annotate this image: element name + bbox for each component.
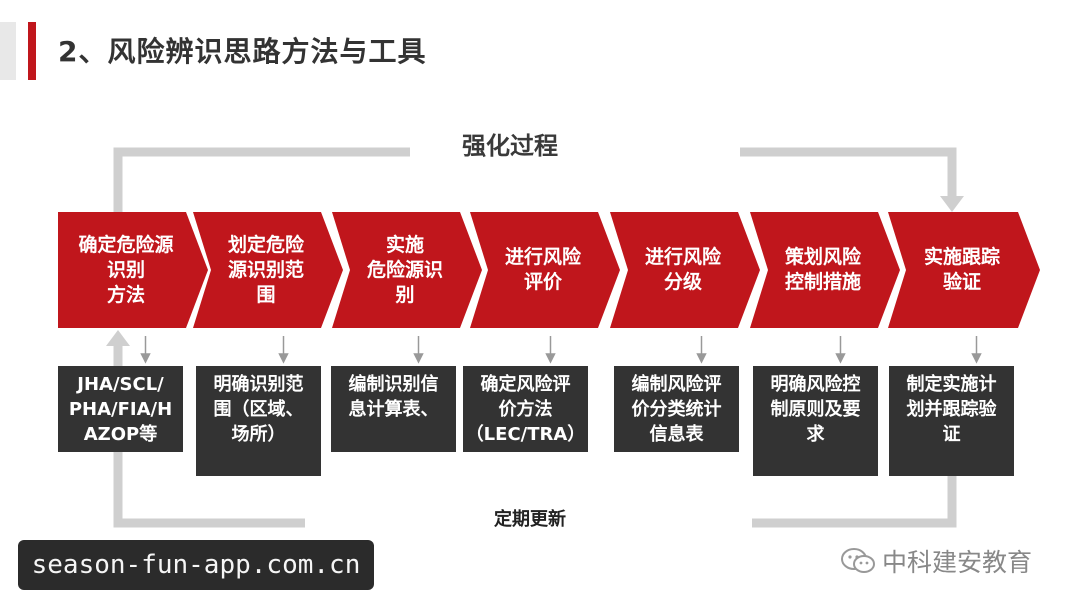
process-step-label: 策划风险 控制措施: [784, 246, 861, 293]
chevron-shape: [58, 212, 208, 328]
chevron-shape: [888, 212, 1040, 328]
tool-box: JHA/SCL/ PHA/FIA/H AZOP等: [58, 366, 183, 452]
process-step-label: 进行风险 分级: [644, 246, 721, 293]
top-loop-right: [740, 147, 957, 200]
process-step: 策划风险 控制措施: [750, 212, 900, 328]
tool-box: 编制风险评 价分类统计 信息表: [614, 366, 739, 452]
chevron-fill: [58, 212, 208, 328]
watermark-brand: 中科建安教育: [840, 543, 1032, 579]
watermark-brand-text: 中科建安教育: [882, 548, 1033, 577]
bottom-loop-arrowhead: [106, 330, 130, 346]
down-arrow-head: [971, 353, 982, 364]
process-step: 实施跟踪 验证: [888, 212, 1040, 328]
chevron-fill: [332, 212, 482, 328]
down-arrow-head: [140, 353, 151, 364]
process-step: 确定危险源 识别 方法: [58, 212, 208, 328]
down-arrow-head: [696, 353, 707, 364]
down-arrow-head: [835, 353, 846, 364]
tool-box: 明确识别范 围（区域、 场所）: [196, 366, 321, 476]
chevron-fill: [750, 212, 900, 328]
down-arrow-head: [278, 353, 289, 364]
chevron-fill: [470, 212, 620, 328]
wechat-icon: [841, 548, 875, 573]
chevron-shape: [610, 212, 760, 328]
process-step-label: 进行风险 评价: [504, 246, 581, 293]
chevron-fill: [193, 212, 343, 328]
chevron-shape: [750, 212, 900, 328]
process-step-label: 划定危险 源识别范 围: [227, 233, 304, 306]
chevron-fill: [888, 212, 1040, 328]
process-step: 进行风险 评价: [470, 212, 620, 328]
process-step-label: 实施 危险源识 别: [366, 233, 443, 306]
down-arrow-head: [545, 353, 556, 364]
title-accent-bar: [28, 22, 36, 80]
page-title: 2、风险辨识思路方法与工具: [58, 35, 427, 68]
process-step: 划定危险 源识别范 围: [193, 212, 343, 328]
chevron-fill: [610, 212, 760, 328]
loop-top-label: 强化过程: [462, 132, 558, 160]
watermark-url: season-fun-app.com.cn: [18, 540, 374, 590]
process-step: 实施 危险源识 别: [332, 212, 482, 328]
chevron-shape: [193, 212, 343, 328]
top-loop-left: [113, 147, 410, 212]
down-arrow-head: [413, 353, 424, 364]
tool-box: 编制识别信 息计算表、: [331, 366, 456, 452]
bottom-loop-right: [752, 474, 957, 528]
chevron-shape: [332, 212, 482, 328]
process-step-label: 确定危险源 识别 方法: [78, 233, 174, 306]
process-step-label: 实施跟踪 验证: [923, 246, 1000, 293]
loop-bottom-label: 定期更新: [494, 509, 566, 530]
chevron-shape: [470, 212, 620, 328]
top-loop-arrowhead: [940, 196, 964, 212]
tool-box: 明确风险控 制原则及要 求: [753, 366, 878, 476]
process-step: 进行风险 分级: [610, 212, 760, 328]
tool-box: 制定实施计 划并跟踪验 证: [889, 366, 1014, 476]
title-accent-light: [0, 22, 16, 80]
tool-box: 确定风险评 价方法 （LEC/TRA）: [463, 366, 588, 452]
